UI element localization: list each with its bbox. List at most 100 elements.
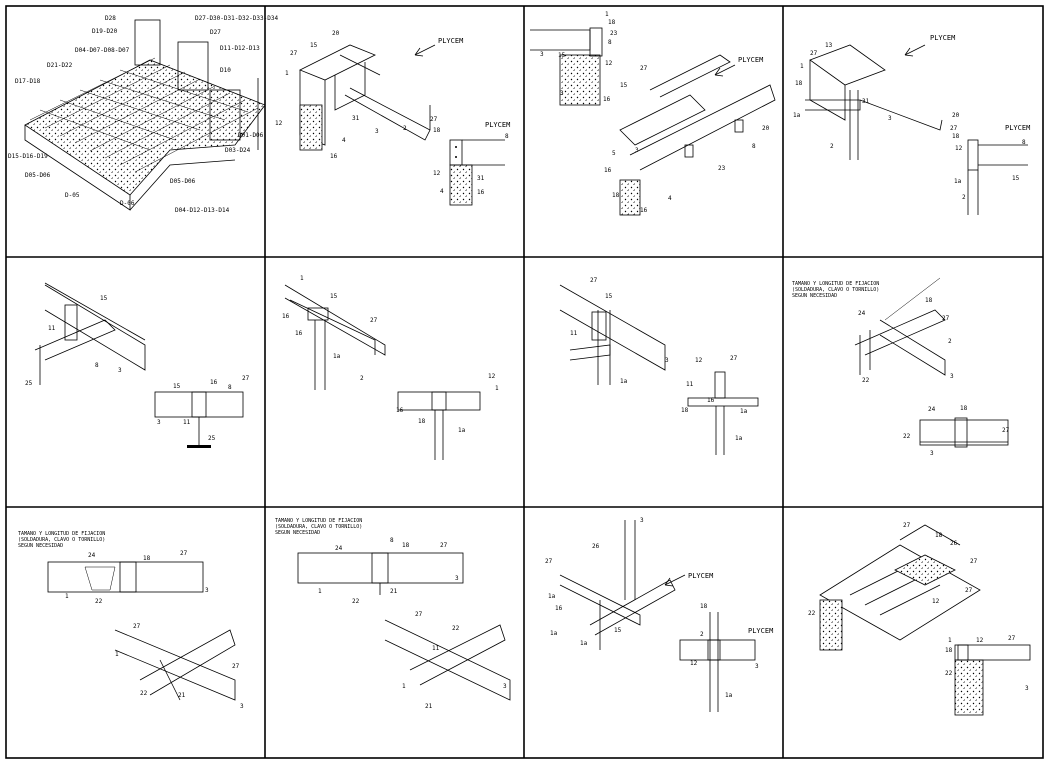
callout-label: 18 (143, 555, 151, 562)
callout-label: 3 (455, 575, 459, 582)
callout-label: 3 (1025, 685, 1029, 692)
fixing-note-line-2: (SOLDADURA, CLAVO O TORNILLO) (18, 537, 105, 543)
callout-label: 16 (330, 153, 338, 160)
callout-label: 3 (205, 587, 209, 594)
callout-label: 3 (635, 147, 639, 154)
callout-label: D27-D30-D31-D32-D33-D34 (195, 15, 278, 22)
callout-label: 1a (735, 435, 743, 442)
callout-label: 24 (928, 406, 936, 413)
callout-label: 27 (640, 65, 648, 72)
callout-label: 15 (173, 383, 181, 390)
callout-label: D01-D06 (238, 132, 264, 139)
callout-label: 16 (282, 313, 290, 320)
callout-label: 15 (330, 293, 338, 300)
callout-label: 22 (862, 377, 870, 384)
callout-label: 27 (242, 375, 250, 382)
callout-label: 1 (402, 683, 406, 690)
callout-label: 18 (795, 80, 803, 87)
callout-label: 27 (965, 587, 973, 594)
callout-label: 1 (285, 70, 289, 77)
callout-label: 27 (430, 116, 438, 123)
callout-label: 12 (932, 598, 940, 605)
callout-label: 16 (604, 167, 612, 174)
callout-label: 18 (433, 127, 441, 134)
callout-label: 1 (115, 651, 119, 658)
callout-label: 26 (950, 540, 958, 547)
fixing-note-line-2: (SOLDADURA, CLAVO O TORNILLO) (792, 287, 879, 293)
callout-label: 27 (590, 277, 598, 284)
fixing-note-line-1: TAMANO Y LONGITUD DE FIJACION (275, 518, 362, 524)
callout-label: 3 (755, 663, 759, 670)
fixing-note-line-3: SEGUN NECESIDAD (275, 530, 320, 536)
callout-label: 1a (725, 692, 733, 699)
callout-label: 24 (335, 545, 343, 552)
callout-label: D05-D06 (25, 172, 51, 179)
callout-label: 18 (681, 407, 689, 414)
callout-label: 1 (318, 588, 322, 595)
callout-label: 27 (903, 522, 911, 529)
callout-label: 2 (360, 375, 364, 382)
callout-label: 5 (612, 150, 616, 157)
callout-label: 2 (830, 143, 834, 150)
callout-label: D28 (105, 15, 116, 22)
callout-label: 1a (548, 593, 556, 600)
callout-label: 3 (118, 367, 122, 374)
fixing-note-line-1: TAMANO Y LONGITUD DE FIJACION (18, 531, 105, 537)
callout-label: 15 (558, 52, 566, 59)
callout-label: 8 (752, 143, 756, 150)
callout-label: 18 (402, 542, 410, 549)
callout-label: 1 (65, 593, 69, 600)
sheet-frame (5, 5, 1044, 759)
callout-label: 18 (935, 532, 943, 539)
callout-label: 1a (333, 353, 341, 360)
callout-label: 15 (614, 627, 622, 634)
callout-label: 3 (540, 51, 544, 58)
callout-label: 8 (1022, 139, 1026, 146)
callout-label: 22 (903, 433, 911, 440)
fixing-note-line-3: SEGUN NECESIDAD (792, 293, 837, 299)
callout-label: 1a (580, 640, 588, 647)
plycem-label: PLYCEM (438, 37, 463, 45)
callout-label: 16 (640, 207, 648, 214)
plycem-label: PLYCEM (930, 34, 955, 42)
callout-label: 2 (948, 338, 952, 345)
callout-label: 2 (403, 125, 407, 132)
callout-label: 1a (740, 408, 748, 415)
callout-label: 21 (390, 588, 398, 595)
callout-label: 27 (232, 663, 240, 670)
fixing-note-line-2: (SOLDADURA, CLAVO O TORNILLO) (275, 524, 362, 530)
callout-label: D17-D18 (15, 78, 41, 85)
callout-label: D03-D24 (225, 147, 251, 154)
callout-label: 15 (100, 295, 108, 302)
callout-label: 25 (25, 380, 33, 387)
callout-label: 1a (458, 427, 466, 434)
callout-label: 25 (208, 435, 216, 442)
callout-label: 11 (48, 325, 56, 332)
plycem-label-2: PLYCEM (748, 627, 773, 635)
callout-label: 1a (620, 378, 628, 385)
callout-label: 20 (952, 112, 960, 119)
panel-8-beam-splice: TAMANO Y LONGITUD DE FIJACION (SOLDADURA… (792, 277, 1010, 457)
callout-label: 22 (452, 625, 460, 632)
callout-label: 8 (228, 384, 232, 391)
callout-label: 22 (945, 670, 953, 677)
callout-label: 16 (477, 189, 485, 196)
plycem-label-2: PLYCEM (1005, 124, 1030, 132)
callout-label: 2 (962, 194, 966, 201)
callout-label: 16 (396, 407, 404, 414)
callout-label: 3 (930, 450, 934, 457)
callout-label: 12 (695, 357, 703, 364)
callout-label: 18 (945, 647, 953, 654)
callout-label: 3 (157, 419, 161, 426)
panel-10-beam-splice: TAMANO Y LONGITUD DE FIJACION (SOLDADURA… (275, 518, 511, 710)
callout-label: 27 (545, 558, 553, 565)
callout-label: 3 (560, 90, 564, 97)
callout-label: 12 (955, 145, 963, 152)
callout-label: D21-D22 (47, 62, 73, 69)
panel-4-beam-column-detail: PLYCEM PLYCEM 27131181a3132202718812151a… (793, 34, 1030, 215)
